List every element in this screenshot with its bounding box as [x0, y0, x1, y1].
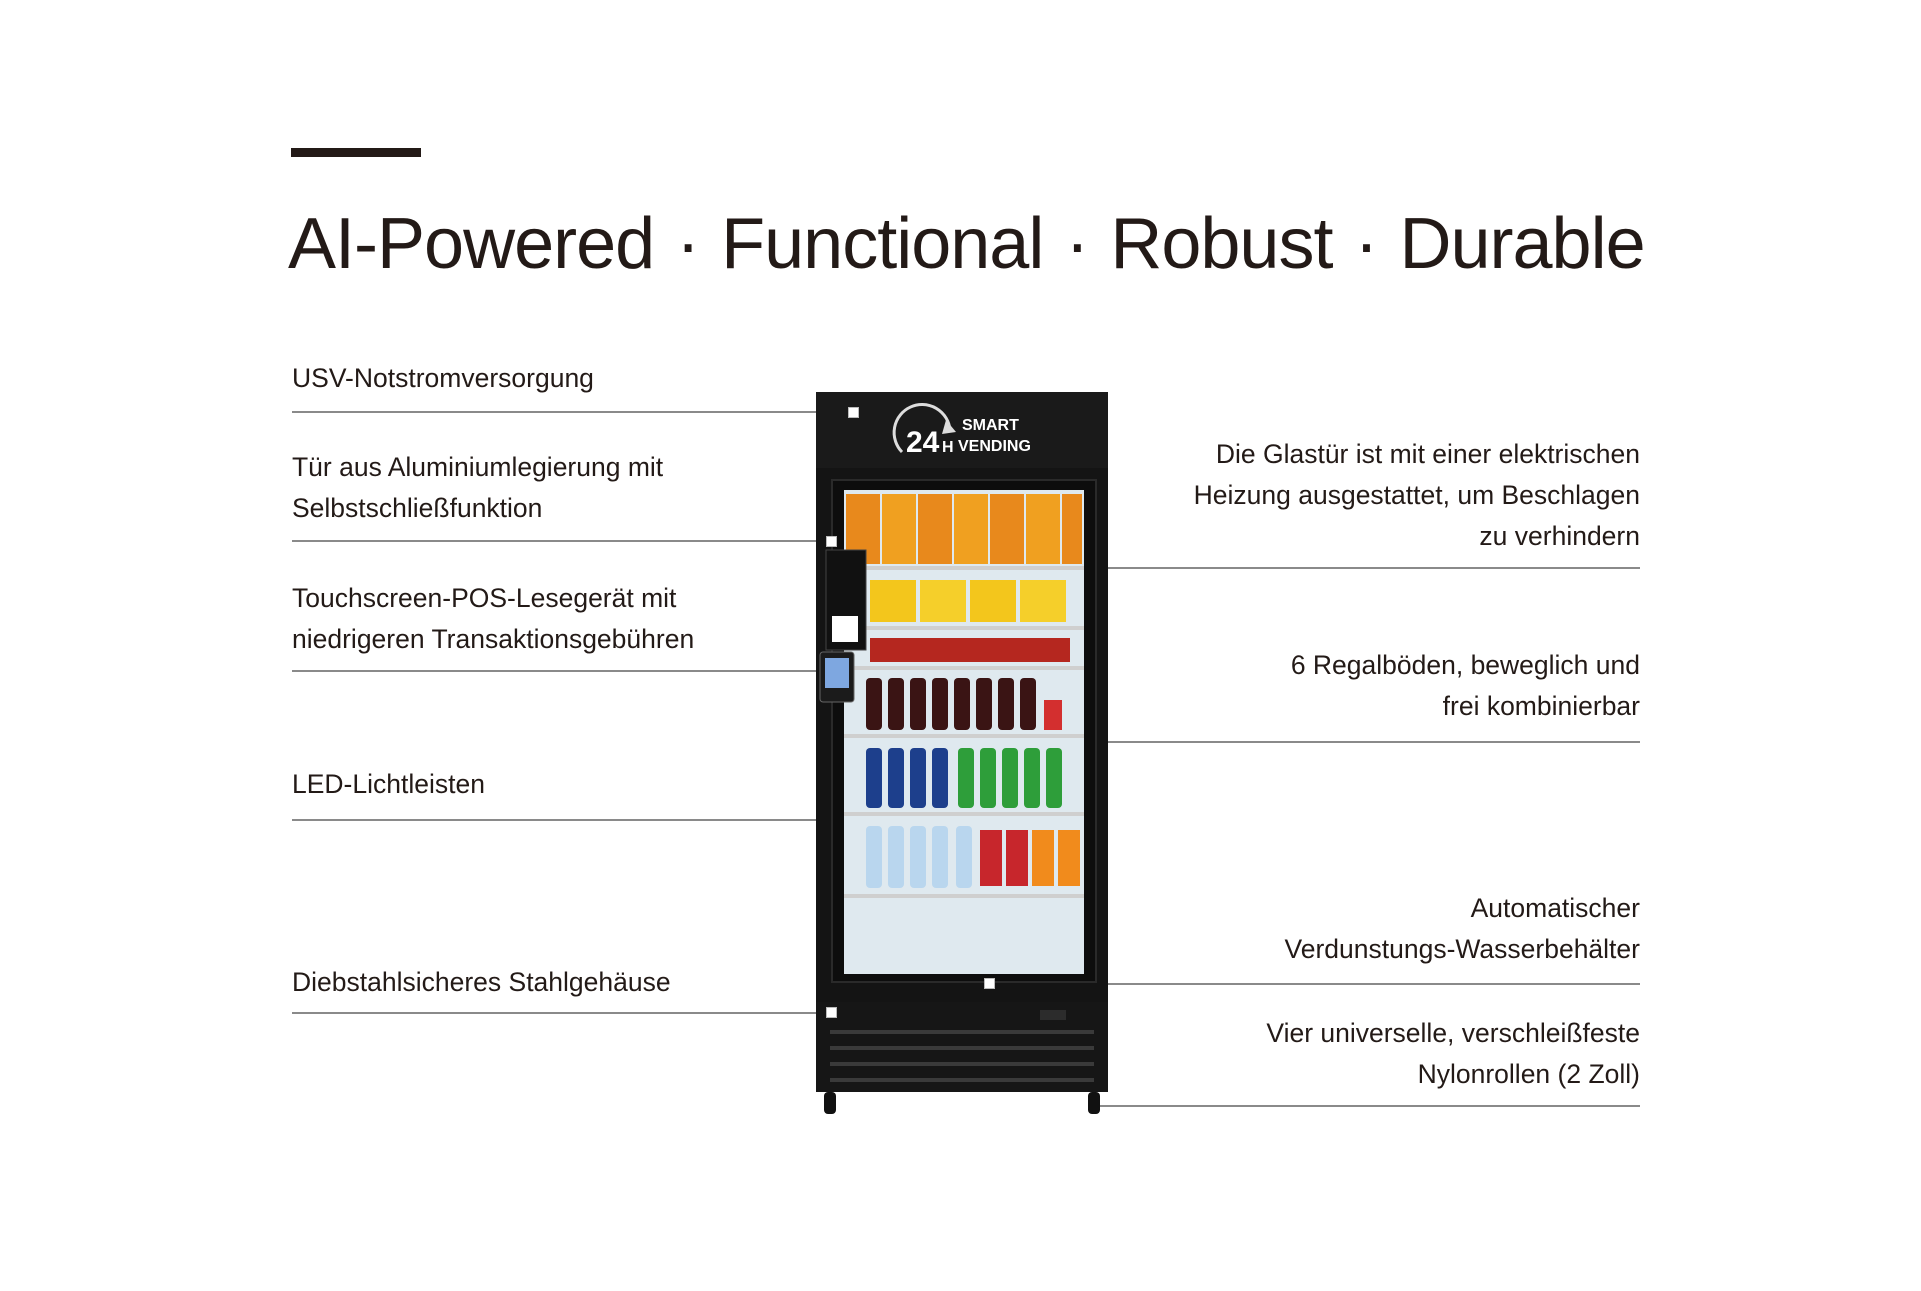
leader-line — [990, 983, 1640, 985]
vending-machine-illustration: 24 H SMART VENDING — [816, 392, 1108, 1114]
feature-steel-housing: Diebstahlsicheres Stahlgehäuse — [292, 962, 671, 1003]
title-word-functional: Functional — [721, 204, 1044, 284]
shelf-rail — [844, 626, 1084, 630]
marker-dot — [984, 978, 995, 989]
shelf-rail — [844, 894, 1084, 898]
feature-text: Die Glastür ist mit einer elektrischen — [1215, 439, 1640, 469]
pos-screen — [825, 658, 849, 688]
leader-line — [292, 540, 826, 542]
leader-line — [292, 1012, 832, 1014]
shelf-water-cans — [866, 826, 1080, 888]
qr-code — [832, 616, 858, 642]
leader-line — [1100, 1105, 1640, 1107]
feature-touchscreen-pos: Touchscreen-POS-Lesegerät mit niedrigere… — [292, 578, 694, 660]
feature-text: Automatischer — [1470, 893, 1640, 923]
title-word-robust: Robust — [1110, 204, 1333, 284]
grille-slat — [830, 1046, 1094, 1050]
feature-shelves: 6 Regalböden, beweglich und frei kombini… — [1291, 645, 1640, 727]
title-word-ai-powered: AI-Powered — [288, 204, 655, 284]
feature-led-strips: LED-Lichtleisten — [292, 764, 485, 805]
grille-slat — [830, 1078, 1094, 1082]
page-title: AI-Powered·Functional·Robust·Durable — [288, 208, 1646, 280]
title-word-durable: Durable — [1399, 204, 1645, 284]
shelf-cola — [866, 678, 1062, 730]
feature-evaporation-tank: Automatischer Verdunstungs-Wasserbehälte… — [1285, 888, 1641, 970]
grille-slat — [830, 1030, 1094, 1034]
feature-text: zu verhindern — [1479, 521, 1640, 551]
caster-left — [824, 1092, 836, 1114]
leader-line — [1090, 741, 1640, 743]
leader-line — [292, 819, 852, 821]
header-panel — [816, 392, 1108, 468]
brand-h: H — [942, 439, 954, 456]
grille-slat — [830, 1062, 1094, 1066]
feature-text: Selbstschließfunktion — [292, 493, 543, 523]
feature-text: frei kombinierbar — [1442, 691, 1640, 721]
shelf-rail — [844, 812, 1084, 816]
leader-line — [1090, 567, 1640, 569]
control-panel — [1040, 1010, 1066, 1020]
brand-number: 24 — [906, 426, 940, 459]
feature-text: Heizung ausgestattet, um Beschlagen — [1193, 480, 1640, 510]
feature-text: Tür aus Aluminiumlegierung mit — [292, 452, 664, 482]
feature-ups-power: USV-Notstromversorgung — [292, 358, 594, 399]
accent-bar — [291, 148, 421, 157]
leader-line — [292, 411, 849, 413]
feature-nylon-casters: Vier universelle, verschleißfeste Nylonr… — [1266, 1013, 1640, 1095]
shelf-biscuits — [870, 580, 1066, 622]
caster-right — [1088, 1092, 1100, 1114]
feature-text: Nylonrollen (2 Zoll) — [1417, 1059, 1640, 1089]
leader-line — [292, 670, 832, 672]
shelf-rail — [844, 666, 1084, 670]
brand-line1: SMART — [962, 417, 1019, 434]
glass-door — [844, 490, 1084, 974]
brand-line2: VENDING — [958, 438, 1031, 455]
title-separator: · — [1065, 204, 1089, 284]
shelf-rail — [844, 566, 1084, 570]
shelf-rail — [844, 734, 1084, 738]
shelf-soft-drinks — [866, 748, 1062, 808]
feature-heated-glass-door: Die Glastür ist mit einer elektrischen H… — [1194, 434, 1640, 557]
title-separator: · — [676, 204, 700, 284]
shelf-candy — [870, 638, 1070, 662]
feature-text: 6 Regalböden, beweglich und — [1290, 650, 1640, 680]
marker-dot — [826, 536, 837, 547]
feature-text: USV-Notstromversorgung — [292, 363, 594, 393]
feature-text: LED-Lichtleisten — [292, 769, 485, 799]
brand-logo: 24 H SMART VENDING — [892, 403, 1031, 459]
feature-text: Touchscreen-POS-Lesegerät mit — [292, 583, 677, 613]
feature-text: Vier universelle, verschleißfeste — [1266, 1018, 1640, 1048]
marker-dot — [826, 1007, 837, 1018]
feature-aluminium-door: Tür aus Aluminiumlegierung mit Selbstsch… — [292, 447, 663, 529]
feature-text: niedrigeren Transaktionsgebühren — [292, 624, 695, 654]
marker-dot — [848, 407, 859, 418]
title-separator: · — [1354, 204, 1378, 284]
feature-text: Verdunstungs-Wasserbehälter — [1284, 934, 1641, 964]
feature-text: Diebstahlsicheres Stahlgehäuse — [292, 967, 671, 997]
